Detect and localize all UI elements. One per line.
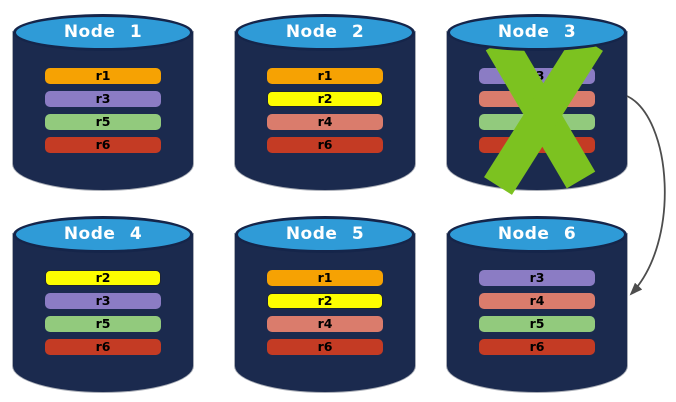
replica-bar: r3 <box>479 270 595 286</box>
cylinder-top: Node 1 <box>13 14 193 51</box>
replica-bar: r4 <box>267 316 383 332</box>
node-title: Node 4 <box>63 224 143 244</box>
cylinder-top: Node 2 <box>235 14 415 51</box>
node-title: Node 2 <box>285 22 365 42</box>
replica-bar: r5 <box>479 316 595 332</box>
node-title: Node 3 <box>497 22 577 42</box>
replica-bar: r5 <box>45 114 161 130</box>
replica-list: r1 r2 r4 r6 <box>267 270 383 355</box>
replica-bar: r4 <box>267 114 383 130</box>
replica-bar: r5 <box>45 316 161 332</box>
cylinder-top: Node 5 <box>235 216 415 253</box>
replica-bar: r6 <box>267 339 383 355</box>
cylinder-body <box>13 234 193 392</box>
node3-to-node6-arrow <box>626 95 666 296</box>
replica-bar: r3 <box>45 293 161 309</box>
node-title: Node 6 <box>497 224 577 244</box>
cylinder-top: Node 3 <box>447 14 627 51</box>
replica-bar: r1 <box>45 68 161 84</box>
replica-bar: r6 <box>45 339 161 355</box>
cylinder-body <box>13 32 193 190</box>
node-3: Node 3 r3 <box>447 10 627 190</box>
replica-list: r1 r3 r5 r6 <box>45 68 161 153</box>
replica-list: r3 <box>479 68 595 153</box>
cylinder-body <box>235 234 415 392</box>
node-6: Node 6 r3 r4 r5 r6 <box>447 212 627 392</box>
replica-bar: r6 <box>267 137 383 153</box>
node-5: Node 5 r1 r2 r4 r6 <box>235 212 415 392</box>
replica-list: r2 r3 r5 r6 <box>45 270 161 355</box>
replica-bar: r2 <box>267 91 383 107</box>
replica-bar: r2 <box>267 293 383 309</box>
replica-bar: r6 <box>479 339 595 355</box>
replica-bar <box>479 91 595 107</box>
replica-list: r3 r4 r5 r6 <box>479 270 595 355</box>
node-4: Node 4 r2 r3 r5 r6 <box>13 212 193 392</box>
cylinder-body <box>235 32 415 190</box>
replica-bar: r6 <box>45 137 161 153</box>
replica-bar <box>479 137 595 153</box>
replica-bar: r1 <box>267 68 383 84</box>
replica-bar: r1 <box>267 270 383 286</box>
replica-list: r1 r2 r4 r6 <box>267 68 383 153</box>
node-title: Node 5 <box>285 224 365 244</box>
replica-bar: r2 <box>45 270 161 286</box>
cylinder-body <box>447 234 627 392</box>
node-title: Node 1 <box>63 22 143 42</box>
node-1: Node 1 r1 r3 r5 r6 <box>13 10 193 190</box>
replica-bar: r3 <box>479 68 595 84</box>
replica-bar: r3 <box>45 91 161 107</box>
node-2: Node 2 r1 r2 r4 r6 <box>235 10 415 190</box>
cylinder-top: Node 4 <box>13 216 193 253</box>
cylinder-top: Node 6 <box>447 216 627 253</box>
replica-bar <box>479 114 595 130</box>
replica-bar: r4 <box>479 293 595 309</box>
